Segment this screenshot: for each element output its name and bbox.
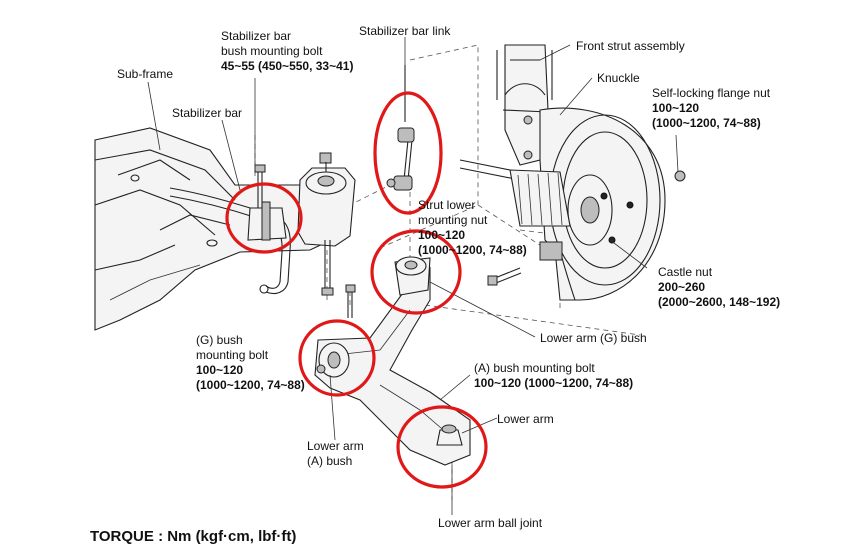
- stab-bolt-label: Stabilizer bar bush mounting bolt 45~55 …: [221, 29, 353, 74]
- lower-arm-label: Lower arm: [497, 412, 554, 426]
- subframe-label: Sub-frame: [117, 67, 174, 81]
- castle-nut-line1: Castle nut: [658, 265, 713, 279]
- front-strut-label: Front strut assembly: [576, 39, 685, 53]
- flange-nut-torque2: (1000~1200, 74~88): [652, 116, 761, 130]
- knuckle-hub: [539, 107, 666, 301]
- g-bolt-torque1: 100~120: [196, 363, 244, 377]
- a-bolt-label: (A) bush mounting bolt 100~120 (1000~120…: [474, 361, 633, 391]
- castle-nut-label: Castle nut 200~260 (2000~2600, 148~192): [658, 265, 780, 310]
- strut-lower-nut-torque2: (1000~1200, 74~88): [418, 243, 527, 257]
- knuckle-label: Knuckle: [597, 71, 640, 85]
- ball-joint-shape: [436, 424, 463, 446]
- strut-lower-nut-torque1: 100~120: [418, 228, 466, 242]
- highlight-circle-stab-bush: [225, 182, 303, 254]
- castle-nut-torque2: (2000~2600, 148~192): [658, 295, 781, 309]
- leader-lines: [147, 37, 679, 515]
- a-bush-shape: [316, 342, 350, 378]
- highlight-circle-ball-joint: [396, 405, 488, 489]
- highlight-circles: [225, 91, 488, 489]
- ball-joint-label: Lower arm ball joint: [438, 516, 543, 530]
- torque-unit-note: TORQUE : Nm (kgf·cm, lbf·ft): [90, 528, 297, 545]
- highlight-circle-g-bush: [370, 229, 462, 315]
- stab-bar-label: Stabilizer bar: [172, 106, 243, 120]
- flange-nut-line1: Self-locking flange nut: [652, 86, 771, 100]
- flange-nut-label: Self-locking flange nut 100~120 (1000~12…: [652, 86, 770, 131]
- highlight-circle-a-bush: [298, 319, 376, 397]
- g-bush-shape: [394, 256, 431, 296]
- g-bolt-torque2: (1000~1200, 74~88): [196, 378, 305, 392]
- bolts: [321, 240, 522, 318]
- g-bolt-label: (G) bush mounting bolt 100~120 (1000~120…: [196, 333, 305, 393]
- a-bush-line1: Lower arm: [307, 439, 364, 453]
- a-bolt-line1: (A) bush mounting bolt: [474, 361, 595, 375]
- stabilizer-bush: [247, 164, 287, 241]
- highlight-circle-stab-link: [373, 91, 443, 215]
- a-bush-label: Lower arm (A) bush: [307, 439, 364, 469]
- g-bolt-line2: mounting bolt: [196, 348, 269, 362]
- drive-shaft: [459, 159, 686, 227]
- stab-bolt-torque: 45~55 (450~550, 33~41): [221, 59, 354, 73]
- a-bush-line2: (A) bush: [307, 454, 353, 468]
- flange-nut-torque1: 100~120: [652, 101, 700, 115]
- stab-link-label: Stabilizer bar link: [359, 24, 451, 38]
- stabilizer-link: [386, 65, 415, 191]
- stab-bolt-line2: bush mounting bolt: [221, 44, 323, 58]
- subframe-mount: [297, 152, 356, 247]
- a-bolt-torque: 100~120 (1000~1200, 74~88): [474, 376, 634, 390]
- stab-bolt-line1: Stabilizer bar: [221, 29, 292, 43]
- front-strut: [496, 44, 553, 166]
- strut-lower-nut-label: Strut lower mounting nut 100~120 (1000~1…: [418, 198, 527, 258]
- strut-lower-nut-line2: mounting nut: [418, 213, 488, 227]
- g-bush-label: Lower arm (G) bush: [540, 331, 647, 345]
- strut-lower-nut-line1: Strut lower: [418, 198, 476, 212]
- g-bolt-line1: (G) bush: [196, 333, 243, 347]
- castle-nut-torque1: 200~260: [658, 280, 706, 294]
